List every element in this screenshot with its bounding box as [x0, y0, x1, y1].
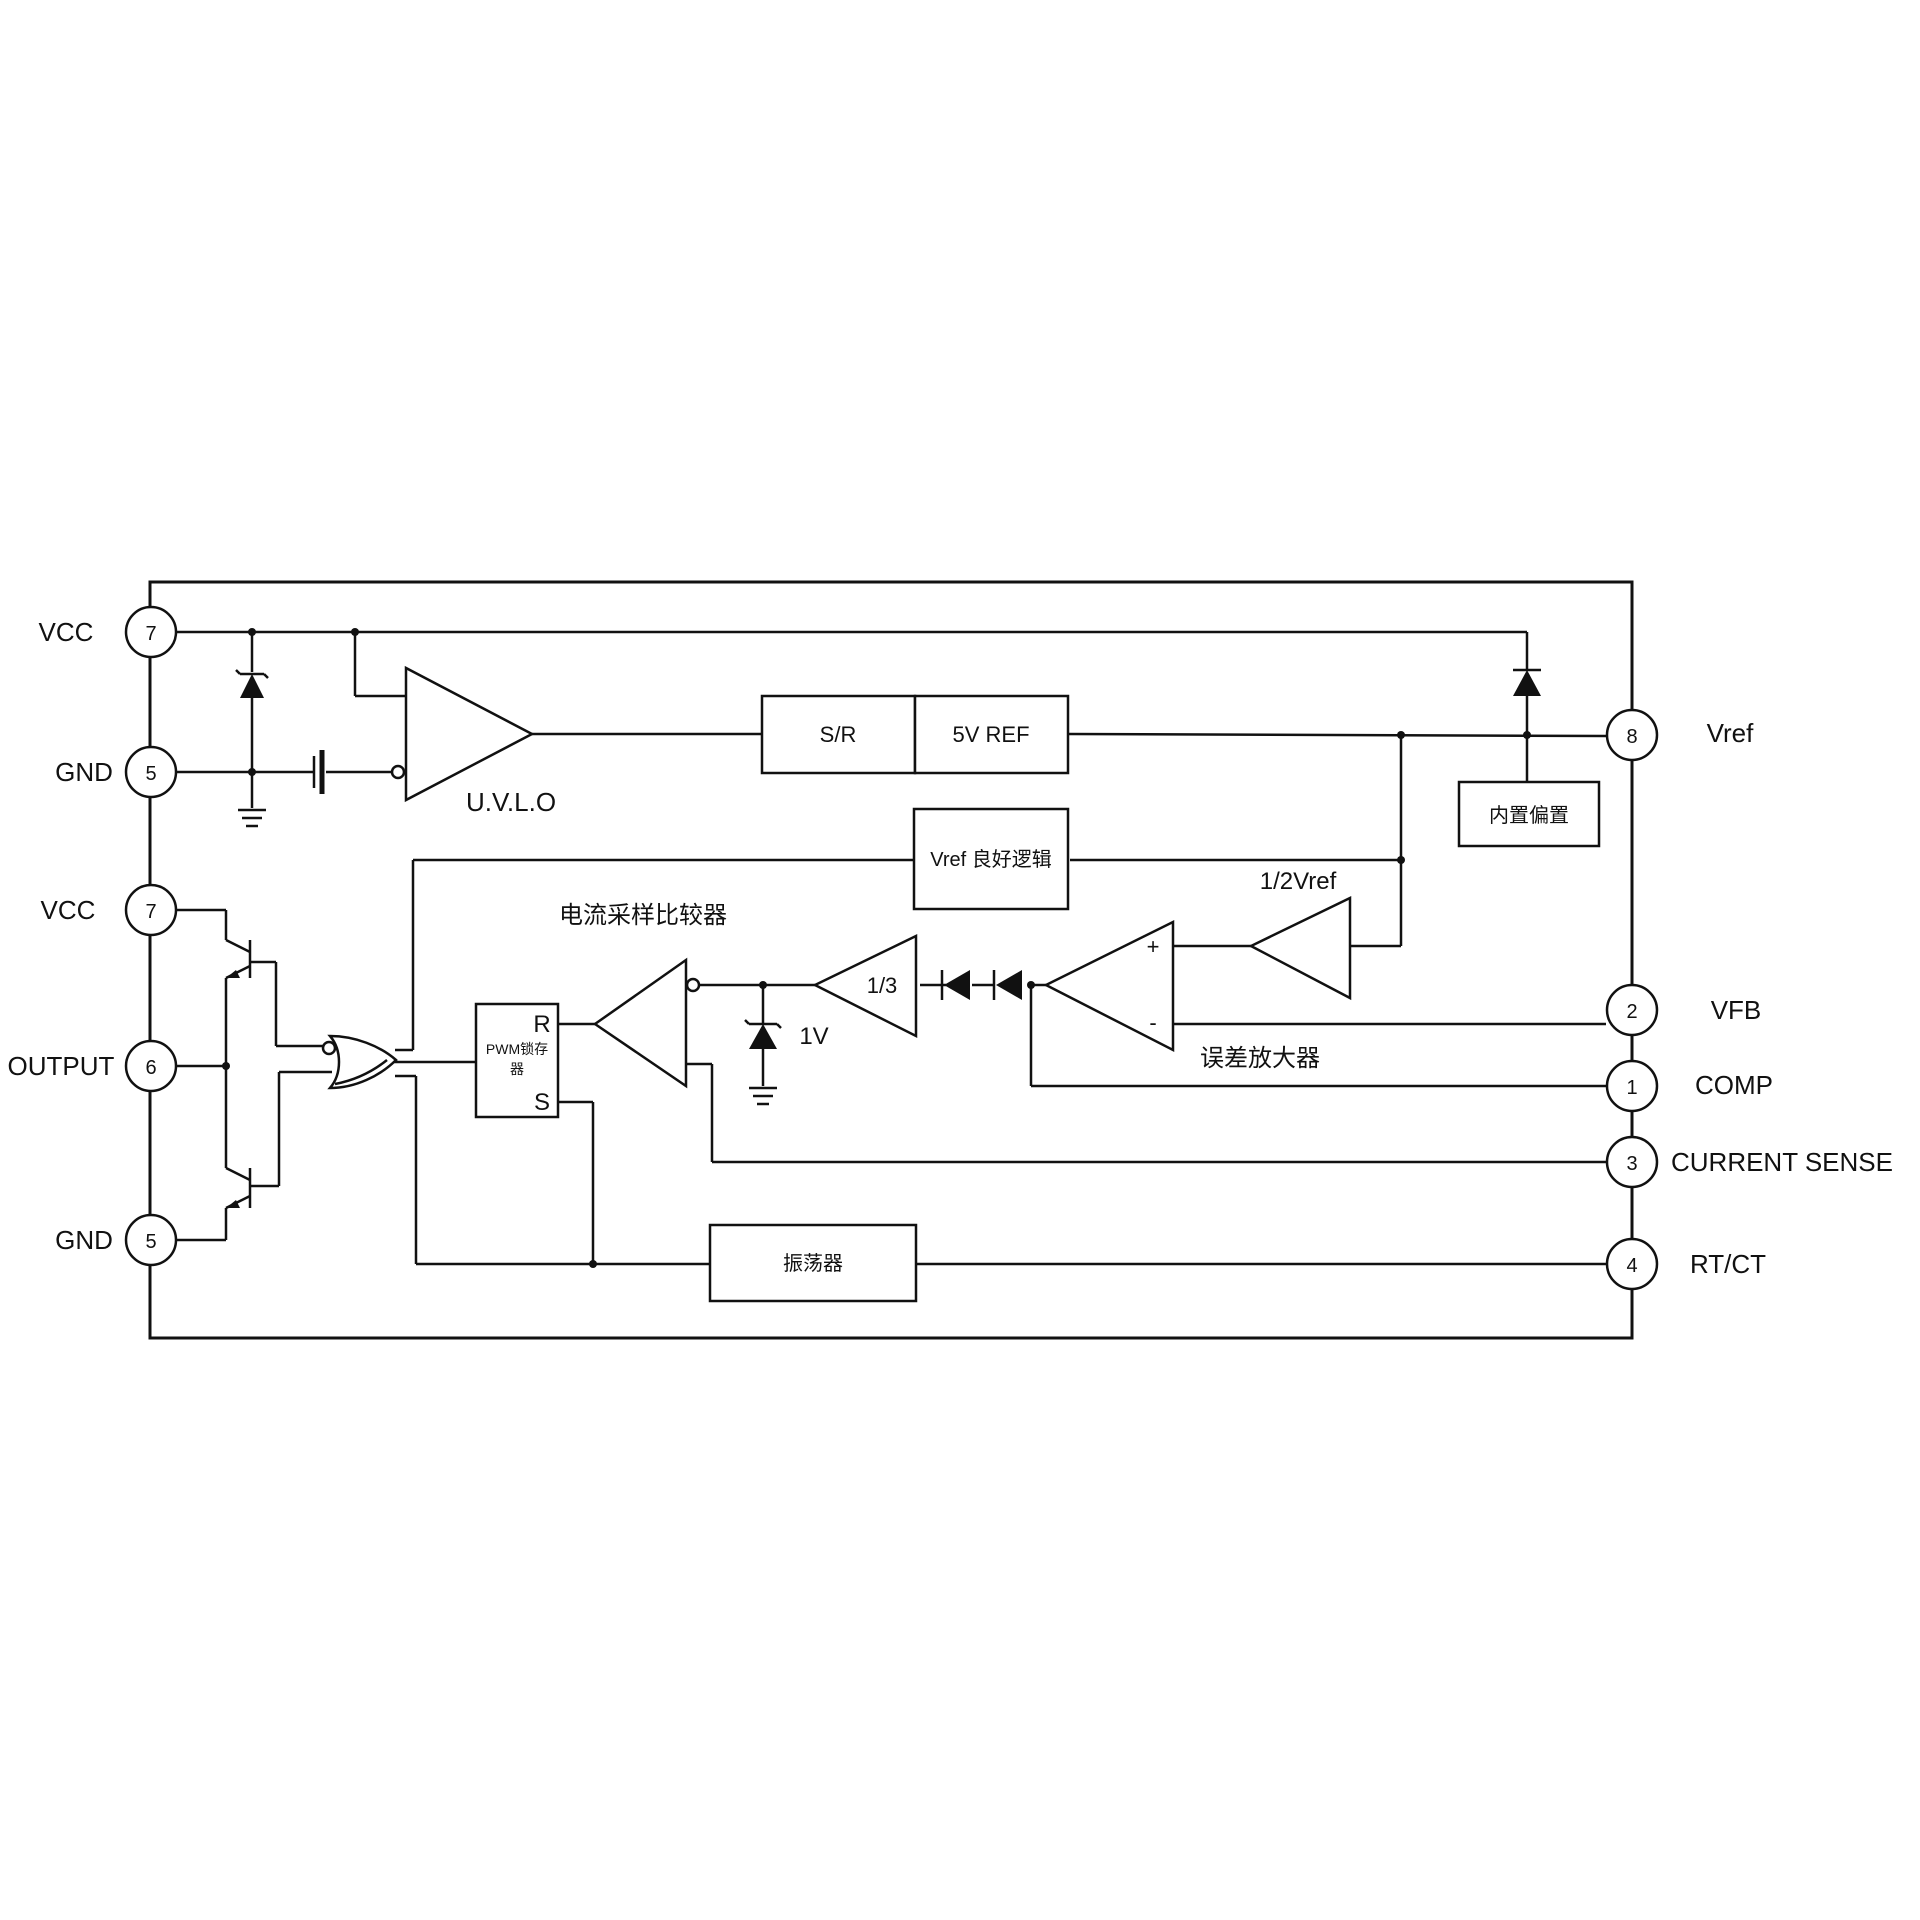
svg-text:3: 3 [1626, 1153, 1637, 1175]
divider-label: 1/3 [867, 973, 898, 998]
current-comparator-label: 电流采样比较器 [559, 902, 727, 929]
sr-block [760, 694, 917, 775]
plus-sign: + [1147, 934, 1160, 959]
pin-label-current-sense: CURRENT SENSE [1671, 1147, 1893, 1177]
svg-text:1: 1 [1626, 1077, 1637, 1099]
pin-label-comp: COMP [1695, 1070, 1773, 1100]
pin-gnd-top[interactable]: 5 GND [55, 745, 178, 799]
pwm-s-label: S [534, 1089, 550, 1116]
svg-text:4: 4 [1626, 1255, 1637, 1277]
svg-text:5: 5 [145, 763, 156, 785]
pin-output[interactable]: 6 OUTPUT [8, 1039, 178, 1093]
minus-sign: - [1149, 1010, 1156, 1035]
pin-label-gnd: GND [55, 1225, 113, 1255]
wires [176, 630, 1607, 1266]
pin-label-vcc: VCC [39, 617, 94, 647]
svg-text:2: 2 [1626, 1001, 1637, 1023]
pin-rt-ct[interactable]: 4 RT/CT [1605, 1237, 1766, 1291]
pin-label-vref: Vref [1707, 718, 1754, 748]
internal-bias-label: 内置偏置 [1489, 804, 1569, 827]
half-vref-label: 1/2Vref [1260, 868, 1337, 895]
pin-label-rt-ct: RT/CT [1690, 1249, 1766, 1279]
pin-vref[interactable]: 8 Vref [1605, 708, 1754, 762]
sr-label: S/R [820, 722, 857, 747]
error-amp-label: 误差放大器 [1200, 1045, 1320, 1072]
error-amplifier [1043, 919, 1175, 1053]
pin-vcc-mid[interactable]: 7 VCC [41, 883, 178, 937]
pin-label-vcc: VCC [41, 895, 96, 925]
pin-gnd-bottom[interactable]: 5 GND [55, 1213, 178, 1267]
junction-dots [222, 628, 1531, 1268]
pin-vfb[interactable]: 2 VFB [1605, 983, 1762, 1037]
svg-text:7: 7 [145, 623, 156, 645]
diode-icon [1513, 668, 1541, 696]
ref5v-label: 5V REF [952, 722, 1029, 747]
pwm-name-label: PWM锁存 [486, 1041, 548, 1057]
pin-comp[interactable]: 1 COMP [1605, 1059, 1773, 1113]
battery-icon [312, 750, 325, 794]
ground-icon [749, 1086, 777, 1106]
one-volt-label: 1V [799, 1023, 828, 1050]
vref-good-block [912, 807, 1070, 911]
zener-diode-icon [235, 669, 269, 698]
chip-outline [148, 580, 1634, 1340]
pwm-name-label-2: 器 [510, 1061, 524, 1077]
current-comparator [592, 957, 701, 1089]
pwm-r-label: R [533, 1011, 550, 1038]
svg-text:6: 6 [145, 1057, 156, 1079]
output-gate [321, 1034, 398, 1090]
svg-text:5: 5 [145, 1231, 156, 1253]
zener-1v-icon [744, 1019, 782, 1049]
uvlo-label: U.V.L.O [466, 787, 556, 817]
pin-label-output: OUTPUT [8, 1051, 115, 1081]
oscillator-block [708, 1223, 918, 1303]
ref5v-block [913, 694, 1070, 775]
pin-vcc-top[interactable]: 7 VCC [39, 605, 178, 659]
pin-label-vfb: VFB [1711, 995, 1762, 1025]
svg-text:7: 7 [145, 901, 156, 923]
pin-current-sense[interactable]: 3 CURRENT SENSE [1605, 1135, 1893, 1189]
divider-buffer [812, 934, 918, 1039]
pin-label-gnd: GND [55, 757, 113, 787]
diode-pair-icon [940, 970, 1022, 1000]
ground-icon [238, 808, 266, 828]
internal-bias-block [1457, 780, 1601, 848]
svg-text:8: 8 [1626, 726, 1637, 748]
uvlo-comparator [390, 665, 535, 803]
oscillator-label: 振荡器 [783, 1252, 843, 1275]
vref-good-label: Vref 良好逻辑 [930, 848, 1052, 871]
totem-pole-transistors [225, 938, 252, 1210]
half-vref-buffer [1248, 896, 1352, 1001]
pwm-latch-block [474, 1002, 560, 1119]
